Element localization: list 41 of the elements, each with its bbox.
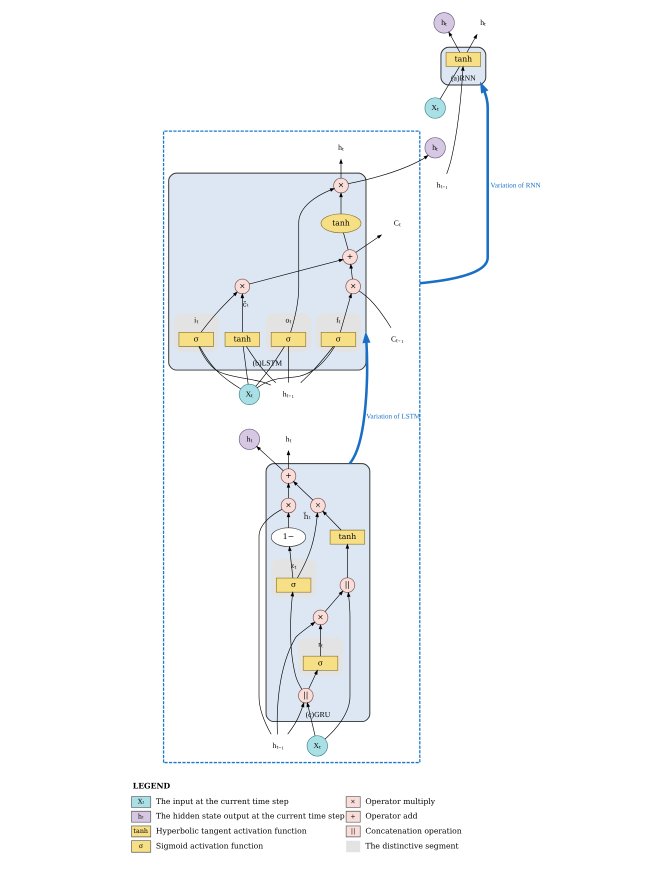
arrow bbox=[446, 66, 464, 174]
connector bbox=[358, 290, 391, 328]
arrow bbox=[340, 292, 352, 332]
arrow bbox=[347, 154, 428, 184]
connector bbox=[258, 508, 282, 735]
arrow bbox=[338, 158, 342, 178]
arrow bbox=[290, 188, 335, 333]
arrow bbox=[324, 592, 350, 740]
arrow bbox=[286, 702, 304, 734]
arrow bbox=[248, 258, 344, 284]
arrow bbox=[348, 331, 370, 464]
arrow bbox=[354, 234, 382, 253]
arrow bbox=[419, 81, 488, 285]
arrow bbox=[200, 291, 238, 332]
arrow bbox=[288, 546, 293, 578]
arrow bbox=[466, 34, 477, 53]
connector bbox=[256, 346, 335, 388]
arrow bbox=[348, 263, 352, 280]
arrow bbox=[286, 512, 290, 528]
arrow bbox=[308, 670, 318, 690]
arrow bbox=[286, 450, 290, 469]
connector bbox=[439, 66, 460, 100]
arrow bbox=[240, 292, 244, 332]
arrow bbox=[306, 702, 315, 736]
cluster bbox=[162, 130, 420, 764]
arrow bbox=[276, 622, 316, 735]
arrow bbox=[338, 192, 342, 214]
arrow bbox=[286, 482, 290, 498]
arrow bbox=[448, 31, 460, 53]
arrow bbox=[322, 510, 341, 530]
connector bbox=[242, 346, 248, 384]
connector bbox=[300, 346, 334, 384]
arrow bbox=[290, 591, 302, 690]
connector bbox=[342, 232, 348, 250]
connector bbox=[198, 346, 240, 390]
arrow bbox=[292, 480, 313, 500]
arrow bbox=[345, 543, 349, 578]
arrow bbox=[296, 512, 318, 578]
arrow bbox=[256, 446, 284, 471]
connector bbox=[198, 346, 271, 386]
arrow bbox=[324, 590, 343, 612]
